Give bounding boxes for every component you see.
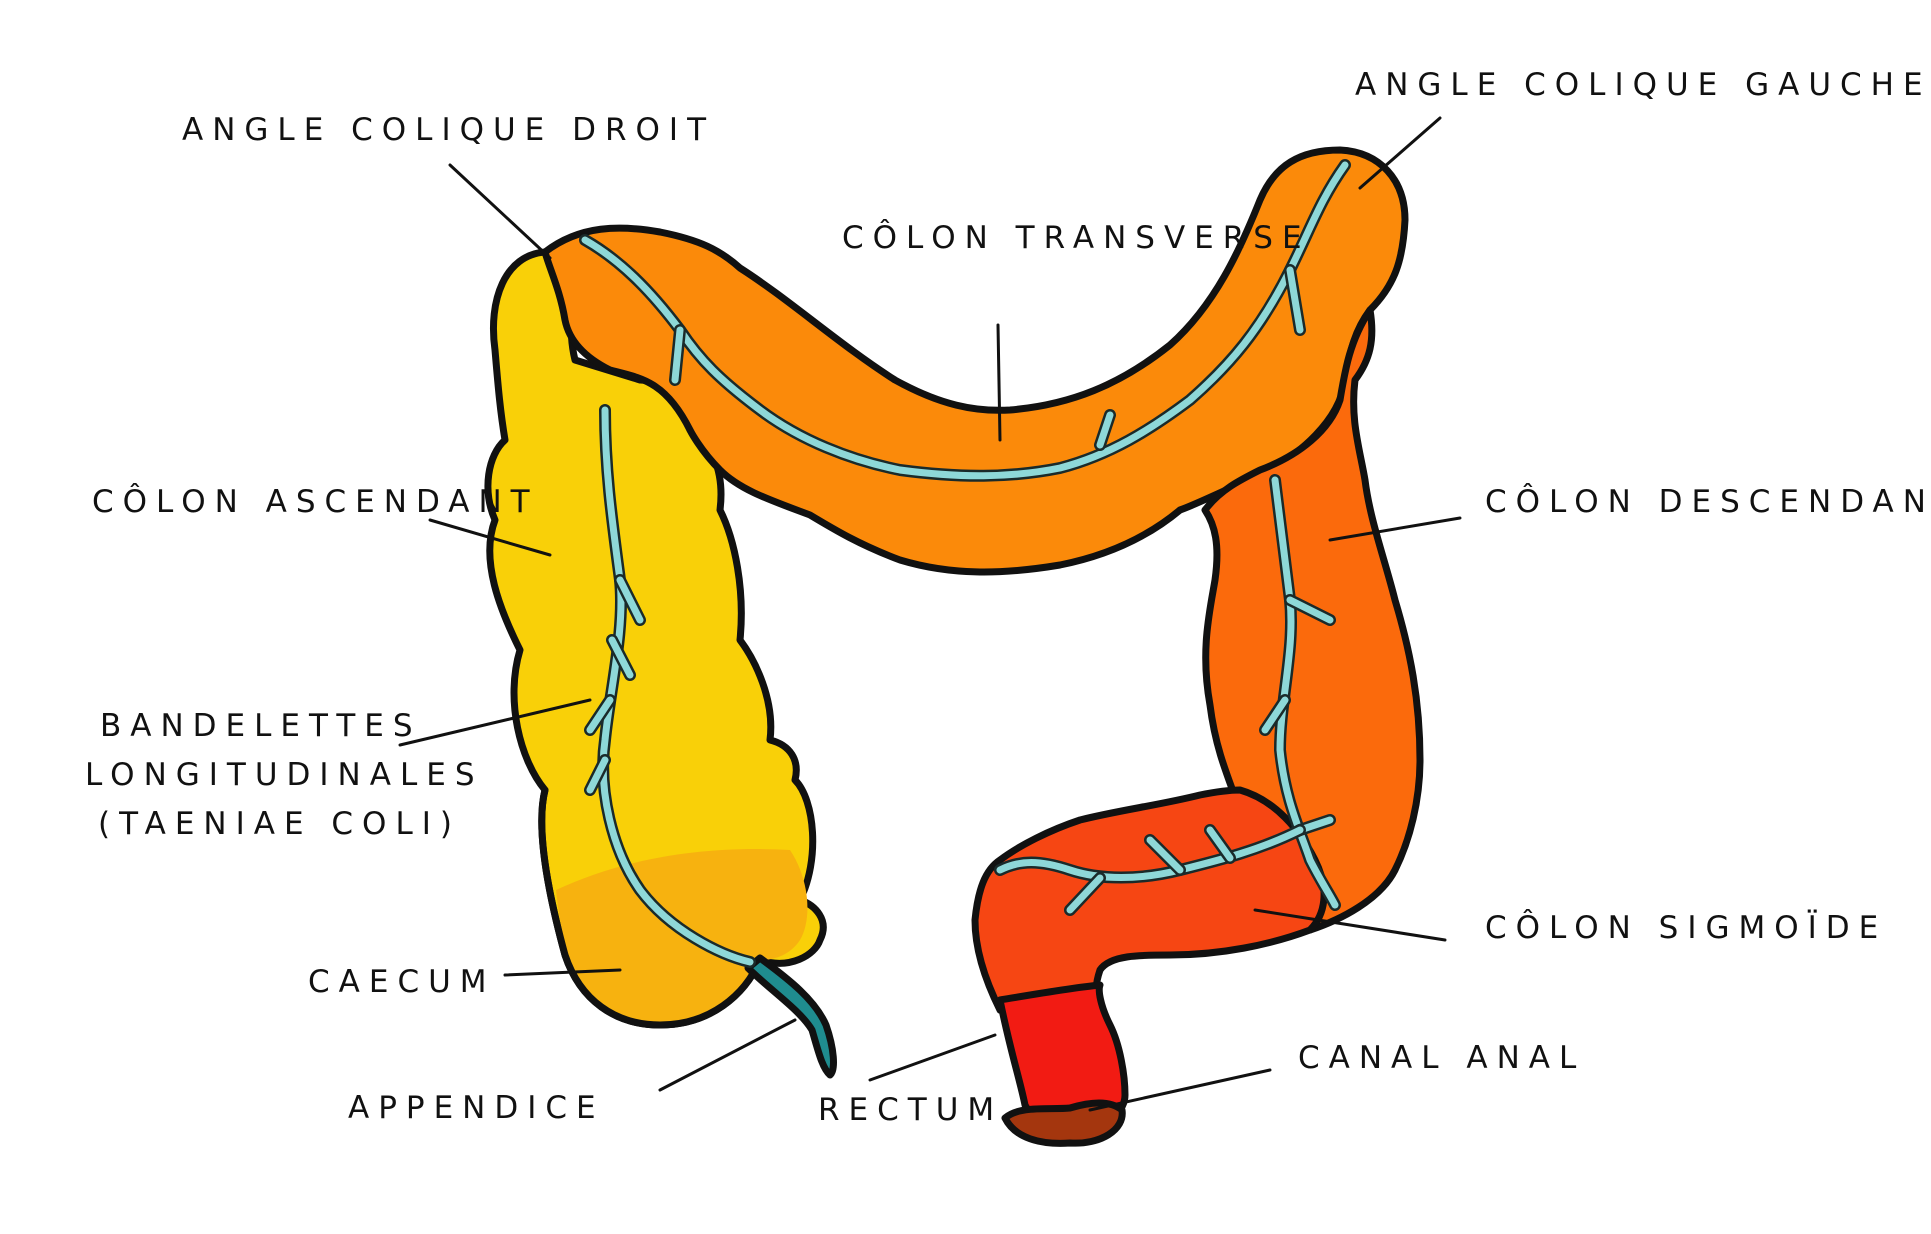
label-colon-descendant: CÔLON DESCENDANT <box>1485 483 1931 520</box>
label-angle-colique-droit: ANGLE COLIQUE DROIT <box>182 112 715 148</box>
leader-colon-sigmoide <box>1253 908 1447 942</box>
colon-sigmoide-shape <box>971 786 1328 1014</box>
label-bandelettes-line3: (TAENIAE COLI) <box>98 806 461 842</box>
leader-rectum <box>868 1033 997 1082</box>
leader-colon-transverse <box>996 323 1002 442</box>
label-appendice: APPENDICE <box>348 1090 605 1126</box>
rectum-shape <box>996 981 1129 1135</box>
leader-colon-descendant <box>1328 516 1462 542</box>
label-rectum: RECTUM <box>818 1092 1003 1128</box>
leader-lines <box>398 116 1462 1112</box>
label-colon-ascendant: CÔLON ASCENDANT <box>92 483 539 520</box>
leader-canal-anal <box>1088 1068 1272 1112</box>
taeniae-coli-bands <box>579 159 1351 968</box>
appendix-shape <box>744 954 837 1079</box>
label-angle-colique-gauche: ANGLE COLIQUE GAUCHE <box>1355 67 1931 103</box>
label-caecum: CAECUM <box>308 964 496 1000</box>
leader-angle-colique-gauche <box>1358 116 1442 190</box>
labels: ANGLE COLIQUE DROIT ANGLE COLIQUE GAUCHE… <box>85 67 1931 1128</box>
leader-bandelettes <box>398 698 592 747</box>
canal-anal-shape <box>1001 1099 1126 1147</box>
label-bandelettes-line1: BANDELETTES <box>100 708 422 744</box>
label-canal-anal: CANAL ANAL <box>1298 1040 1585 1076</box>
leader-appendice <box>658 1018 797 1092</box>
label-colon-transverse: CÔLON TRANSVERSE <box>842 219 1311 256</box>
label-bandelettes-line2: LONGITUDINALES <box>85 757 484 793</box>
leader-angle-colique-droit <box>448 163 552 260</box>
label-colon-sigmoide: CÔLON SIGMOÏDE <box>1485 909 1887 946</box>
caecum-outline <box>538 786 764 1029</box>
leader-caecum <box>503 968 622 977</box>
leader-colon-ascendant <box>428 518 552 557</box>
